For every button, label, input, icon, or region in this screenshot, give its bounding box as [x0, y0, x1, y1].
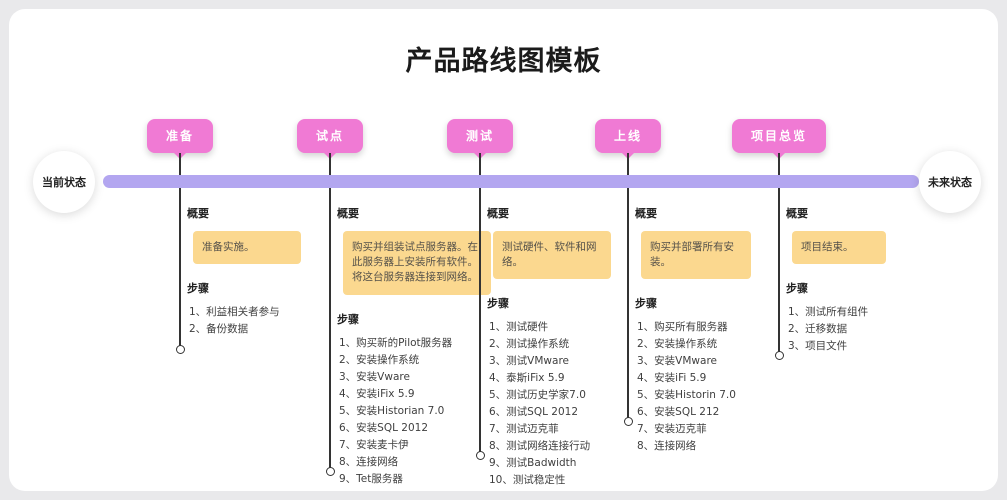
step-item: 8、测试网络连接行动 — [489, 440, 591, 453]
step-item: 7、安装迈克菲 — [637, 423, 707, 436]
steps-list: 1、利益相关者参与 2、备份数据 — [189, 304, 317, 338]
step-item: 3、安装VMware — [637, 355, 717, 368]
page-title: 产品路线图模板 — [405, 46, 602, 77]
step-item: 10、测试稳定性 — [489, 474, 566, 487]
step-item: 5、安装Historin 7.0 — [637, 389, 736, 402]
step-item: 2、迁移数据 — [788, 323, 848, 336]
step-item: 6、测试SQL 2012 — [489, 406, 579, 419]
connector-line — [627, 153, 629, 421]
step-item: 7、测试迈克菲 — [489, 423, 559, 436]
current-status-node: 当前状态 — [33, 151, 95, 213]
milestone-content: 概要 购买并组装试点服务器。在此服务器上安装所有软件。将这台服务器连接到网络。 … — [337, 205, 499, 488]
milestone-content: 概要 测试硬件、软件和网络。 步骤 1、测试硬件 2、测试操作系统 3、测试VMwa… — [487, 205, 627, 489]
summary-note: 购买并部署所有安装。 — [641, 231, 751, 280]
milestone-content: 概要 项目结束。 步骤 1、测试所有组件 2、迁移数据 3、项目文件 — [786, 205, 898, 355]
steps-heading: 步骤 — [337, 312, 359, 326]
timeline-bar — [103, 175, 919, 188]
milestone-content: 概要 准备实施。 步骤 1、利益相关者参与 2、备份数据 — [187, 205, 317, 338]
step-item: 8、连接网络 — [637, 440, 697, 453]
milestone-label: 试点 — [315, 129, 345, 143]
steps-list: 1、测试硬件 2、测试操作系统 3、测试VMware 4、泰斯iFix 5.9 5、测试… — [489, 319, 627, 489]
step-item: 8、连接网络 — [339, 455, 399, 468]
line-end-dot — [774, 351, 784, 360]
connector-line — [479, 153, 481, 455]
milestone-label: 准备 — [165, 129, 195, 143]
step-item: 2、安装操作系统 — [339, 353, 420, 366]
step-item: 9、Tet服务器 — [339, 472, 403, 485]
step-item: 1、利益相关者参与 — [189, 306, 280, 319]
milestone-label: 上线 — [613, 129, 643, 143]
step-item: 2、安装操作系统 — [637, 338, 718, 351]
milestone-tag: 测试 — [446, 119, 514, 159]
steps-heading: 步骤 — [635, 297, 657, 311]
line-end-dot — [475, 451, 485, 460]
connector-line — [329, 153, 331, 471]
step-item: 5、安装Historian 7.0 — [339, 404, 445, 417]
line-end-dot — [623, 417, 633, 426]
step-item: 5、测试历史学家7.0 — [489, 389, 586, 402]
summary-note: 购买并组装试点服务器。在此服务器上安装所有软件。将这台服务器连接到网络。 — [343, 231, 491, 295]
steps-heading: 步骤 — [487, 297, 509, 311]
steps-list: 1、购买所有服务器 2、安装操作系统 3、安装VMware 4、安装iFi 5.9 5、… — [637, 319, 760, 455]
connector-line — [778, 153, 780, 355]
steps-list: 1、购买新的Pilot服务器 2、安装操作系统 3、安装Vware 4、安装iFix … — [339, 335, 499, 488]
future-status-node: 未来状态 — [919, 151, 981, 213]
connector-line — [179, 153, 181, 349]
step-item: 3、安装Vware — [339, 370, 410, 383]
summary-heading: 概要 — [635, 207, 657, 220]
steps-heading: 步骤 — [786, 282, 808, 296]
step-item: 1、购买新的Pilot服务器 — [339, 336, 453, 349]
step-item: 4、安装iFix 5.9 — [339, 387, 415, 400]
step-item: 9、测试Badwidth — [489, 457, 577, 470]
milestone-label: 测试 — [465, 129, 495, 143]
step-item: 1、测试硬件 — [489, 321, 549, 334]
summary-heading: 概要 — [337, 207, 359, 220]
summary-note: 项目结束。 — [792, 231, 886, 265]
step-item: 6、安装SQL 2012 — [339, 421, 429, 434]
milestone-tag: 试点 — [296, 119, 364, 159]
summary-heading: 概要 — [187, 207, 209, 220]
line-end-dot — [325, 467, 335, 476]
steps-list: 1、测试所有组件 2、迁移数据 3、项目文件 — [788, 304, 898, 355]
canvas-card: 产品路线图模板 当前状态 未来状态 准备 概要 准备实施。 步骤 1、利益相关者… — [9, 9, 998, 491]
step-item: 4、泰斯iFix 5.9 — [489, 372, 565, 385]
step-item: 3、项目文件 — [788, 340, 848, 353]
milestone-tag: 项目总览 — [731, 119, 827, 159]
milestone-content: 概要 购买并部署所有安装。 步骤 1、购买所有服务器 2、安装操作系统 3、安装VM… — [635, 205, 760, 455]
milestone-label: 项目总览 — [750, 129, 808, 143]
step-item: 3、测试VMware — [489, 355, 569, 368]
steps-heading: 步骤 — [187, 282, 209, 296]
summary-note: 测试硬件、软件和网络。 — [493, 231, 611, 280]
step-item: 6、安装SQL 212 — [637, 406, 720, 419]
step-item: 7、安装麦卡伊 — [339, 438, 409, 451]
summary-heading: 概要 — [487, 207, 509, 220]
step-item: 1、购买所有服务器 — [637, 321, 728, 334]
line-end-dot — [175, 345, 185, 354]
milestone-tag: 准备 — [146, 119, 214, 159]
step-item: 2、备份数据 — [189, 323, 249, 336]
milestone-tag: 上线 — [594, 119, 662, 159]
step-item: 2、测试操作系统 — [489, 338, 570, 351]
summary-note: 准备实施。 — [193, 231, 301, 265]
summary-heading: 概要 — [786, 207, 808, 220]
step-item: 1、测试所有组件 — [788, 306, 869, 319]
step-item: 4、安装iFi 5.9 — [637, 372, 707, 385]
